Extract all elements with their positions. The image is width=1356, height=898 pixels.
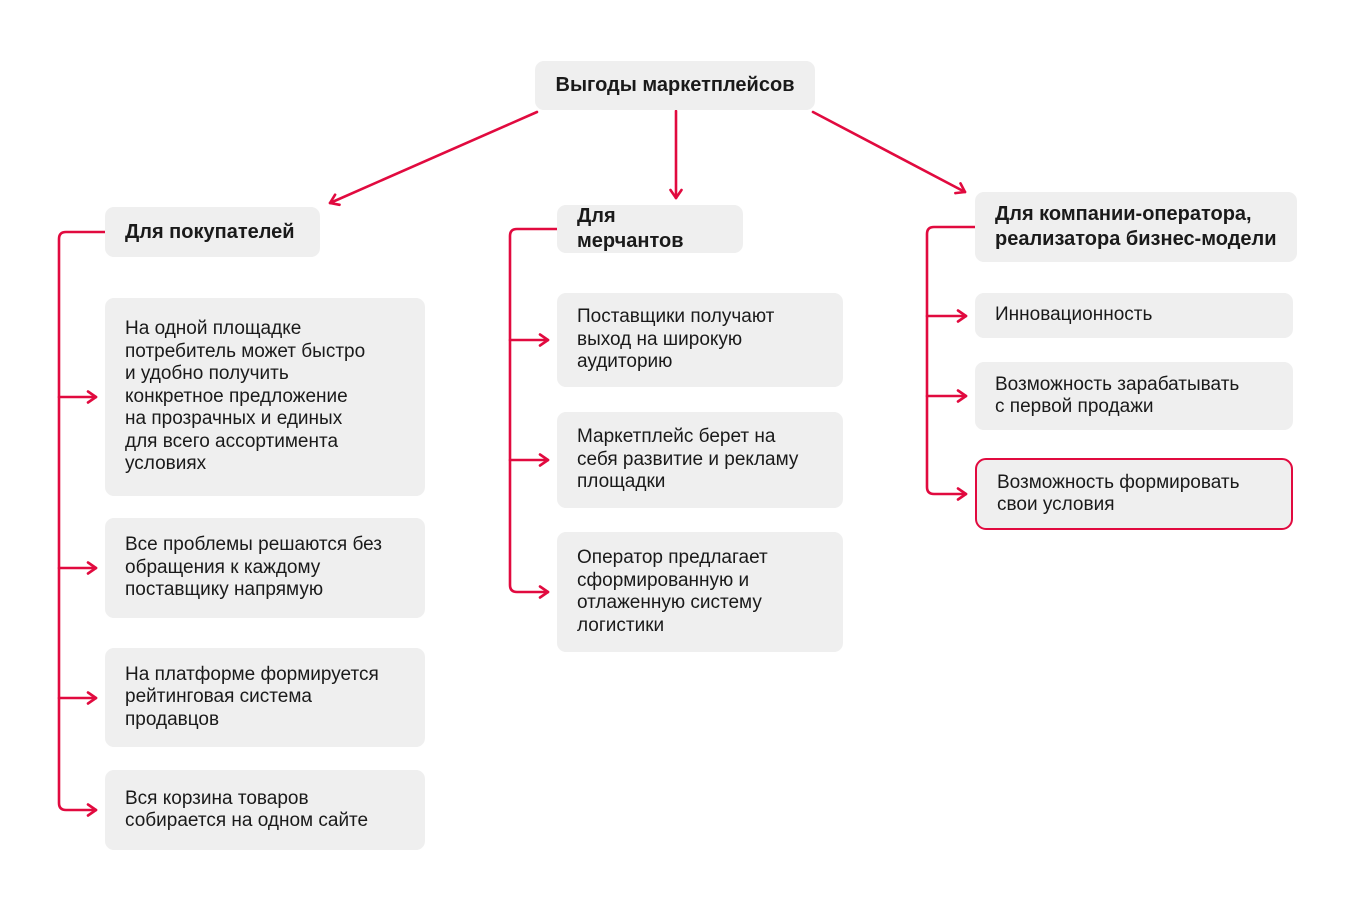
- benefit-card-buyers-1: На одной площадке потребитель может быст…: [105, 298, 425, 496]
- benefit-card-operator-3-highlighted: Возможность формировать свои условия: [975, 458, 1293, 530]
- benefit-card-text: Инновационность: [995, 304, 1153, 326]
- bracket-operator: [925, 225, 977, 501]
- benefit-card-merchants-3: Оператор предлагает сформированную и отл…: [557, 532, 843, 652]
- benefit-card-text: Вся корзина товаров собирается на одном …: [125, 787, 369, 832]
- benefit-card-text: Возможность формировать свои условия: [997, 471, 1240, 516]
- benefit-card-text: На платформе формируется рейтинговая сис…: [125, 663, 379, 730]
- benefit-card-operator-1: Инновационность: [975, 293, 1293, 338]
- benefit-card-buyers-4: Вся корзина товаров собирается на одном …: [105, 770, 425, 850]
- column-header-merchants: Для мерчантов: [557, 205, 743, 253]
- connector-root-to-operator: [811, 110, 967, 195]
- column-header-operator: Для компании-оператора, реализатора бизн…: [975, 192, 1297, 262]
- benefit-card-text: Поставщики получают выход на широкую ауд…: [577, 306, 775, 373]
- benefit-card-text: На одной площадке потребитель может быст…: [125, 318, 366, 475]
- benefit-card-text: Оператор предлагает сформированную и отл…: [577, 547, 768, 636]
- benefit-card-operator-2: Возможность зарабатывать с первой продаж…: [975, 362, 1293, 430]
- column-header-buyers-label: Для покупателей: [125, 220, 295, 243]
- benefit-card-text: Возможность зарабатывать с первой продаж…: [995, 373, 1240, 418]
- bracket-buyers: [57, 230, 107, 817]
- connector-root-to-buyers: [328, 110, 539, 207]
- bracket-merchants: [508, 227, 559, 599]
- column-header-buyers: Для покупателей: [105, 207, 320, 257]
- benefit-card-merchants-2: Маркетплейс берет на себя развитие и рек…: [557, 412, 843, 508]
- benefit-card-buyers-3: На платформе формируется рейтинговая сис…: [105, 648, 425, 747]
- column-header-operator-label: Для компании-оператора, реализатора бизн…: [995, 203, 1277, 250]
- root-node-label: Выгоды маркетплейсов: [555, 74, 795, 96]
- benefit-card-text: Все проблемы решаются без обращения к ка…: [125, 534, 382, 601]
- benefit-card-buyers-2: Все проблемы решаются без обращения к ка…: [105, 518, 425, 618]
- benefit-card-merchants-1: Поставщики получают выход на широкую ауд…: [557, 293, 843, 387]
- column-header-merchants-label: Для мерчантов: [577, 205, 684, 252]
- root-node: Выгоды маркетплейсов: [535, 61, 815, 110]
- benefit-card-text: Маркетплейс берет на себя развитие и рек…: [577, 426, 799, 493]
